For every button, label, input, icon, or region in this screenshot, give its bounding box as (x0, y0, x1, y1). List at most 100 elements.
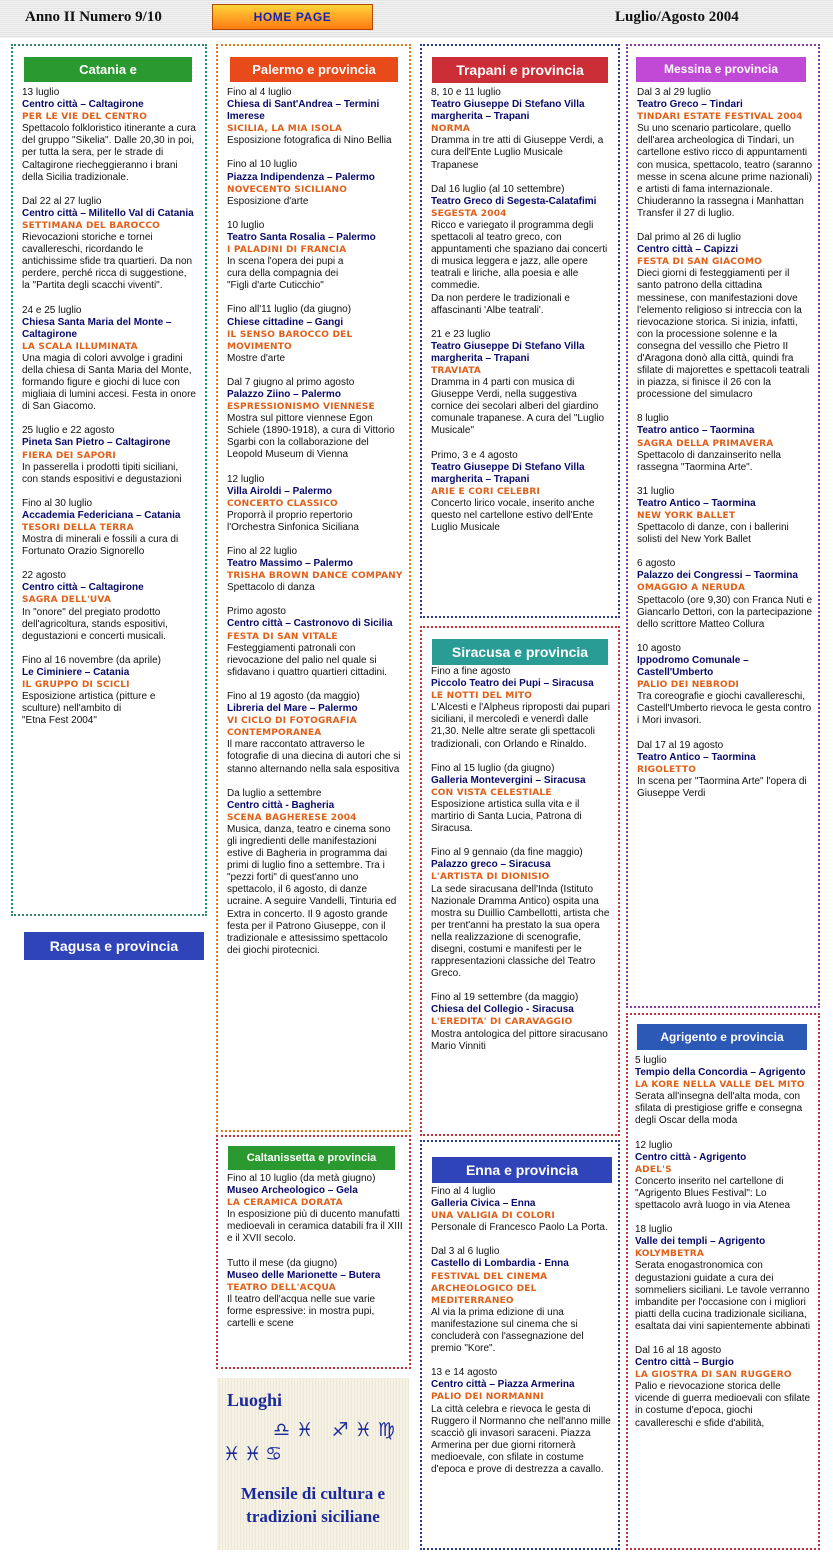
messina-section (626, 44, 820, 1008)
event-venue: Teatro Giuseppe Di Stefano Villa margher… (431, 99, 585, 123)
event-description: Concerto inserito nel cartellone di "Agr… (635, 1175, 791, 1212)
agrigento-title: Agrigento e provincia (637, 1024, 807, 1050)
event-description: Musica, danza, teatro e cinema sono gli … (227, 823, 397, 956)
event-description: Rievocazioni storiche e tornei cavallere… (22, 232, 193, 292)
event-venue: Centro città – Piazza Armerina (431, 1379, 575, 1391)
event-date: Dal 17 al 19 agosto (637, 739, 724, 751)
event-venue: Chiese cittadine – Gangi (227, 316, 344, 328)
siracusa-section (420, 626, 620, 1136)
event-date: 13 e 14 agosto (431, 1367, 498, 1379)
palermo-title: Palermo e provincia (230, 57, 398, 82)
event-date: Fino al 15 luglio (da giugno) (431, 762, 555, 774)
event-venue: Chiesa di Sant'Andrea – Termini Imerese (227, 99, 380, 123)
event-item: Tutto il mese (da giugno)Museo delle Mar… (227, 1258, 403, 1331)
event-title: TESORI DELLA TERRA (22, 523, 134, 533)
caltanissetta-title: Caltanissetta e provincia (228, 1146, 395, 1170)
header-bar: Anno II Numero 9/10 HOME PAGE Luglio/Ago… (0, 0, 833, 38)
event-venue: Piccolo Teatro dei Pupi – Siracusa (431, 678, 594, 690)
event-venue: Teatro Giuseppe Di Stefano Villa margher… (431, 461, 585, 485)
event-date: 8, 10 e 11 luglio (431, 87, 501, 98)
event-title: LA SCALA ILLUMINATA (22, 341, 138, 352)
event-description: In scena l'opera dei pupi a cura della c… (227, 256, 344, 292)
logo-symbols-2: ♓♓♋ (223, 1443, 287, 1465)
event-date: Dal 7 giugno al primo agosto (227, 376, 355, 388)
event-venue: Castello di Lombardia - Enna (431, 1258, 569, 1270)
event-title: TINDARI ESTATE FESTIVAL 2004 (637, 112, 803, 123)
event-description: Il mare raccontato attraverso le fotogra… (227, 739, 401, 775)
event-venue: Galleria Montevergini – Siracusa (431, 774, 586, 786)
event-title: FESTIVAL DEL CINEMA ARCHEOLOGICO DEL MED… (431, 1271, 548, 1306)
ragusa-title: Ragusa e provincia (24, 932, 204, 960)
event-title: SICILIA, LA MIA ISOLA (227, 124, 343, 135)
event-description: Esposizione d'arte (227, 195, 309, 207)
event-date: 21 e 23 luglio (431, 328, 491, 340)
event-title: LA CERAMICA DORATA (227, 1198, 343, 1209)
event-date: 18 luglio (635, 1224, 673, 1236)
event-title: FESTA DI SAN VITALE (227, 631, 338, 642)
event-date: 5 luglio (635, 1055, 667, 1066)
event-description: Palio e rievocazione storica delle vicen… (635, 1381, 811, 1429)
event-date: Fino al 22 luglio (227, 546, 298, 557)
event-venue: Teatro Antico – Taormina (637, 497, 756, 509)
event-description: Serata all'insegna dell'alta moda, con s… (635, 1091, 803, 1127)
event-title: L'EREDITA' DI CARAVAGGIO (431, 1017, 573, 1028)
palermo-section (216, 44, 411, 1132)
event-date: Fino al 19 agosto (da maggio) (227, 690, 360, 702)
event-item: Fino all'11 luglio (da giugno)Chiese cit… (227, 304, 403, 364)
event-description: Esposizione artistica (pitture e scultur… (22, 691, 156, 727)
event-venue: Centro città – Capizzi (637, 244, 739, 256)
messina-title: Messina e provincia (636, 57, 806, 82)
event-date: Fino al 9 gennaio (da fine maggio) (431, 847, 583, 859)
event-venue: Chiesa del Collegio - Siracusa (431, 1004, 574, 1016)
event-description: Serata enogastronomica con degustazioni … (635, 1260, 811, 1332)
event-description: Mostre d'arte (227, 352, 286, 364)
event-date: 6 agosto (637, 558, 676, 570)
event-date: Dal 16 luglio (al 10 settembre) (431, 183, 565, 195)
event-venue: Centro città - Agrigento (635, 1151, 747, 1163)
event-description: Dramma in 4 parti con musica di Giuseppe… (431, 377, 605, 437)
event-date: Dal 16 al 18 agosto (635, 1344, 722, 1356)
event-title: TRAVIATA (431, 365, 482, 376)
event-description: Una magia di colori avvolge i gradini de… (22, 352, 196, 413)
event-title: LA KORE NELLA VALLE DEL MITO (635, 1080, 805, 1091)
event-description: Personale di Francesco Paolo La Porta. (431, 1222, 608, 1234)
event-date: Fino al 16 novembre (da aprile) (22, 654, 161, 666)
catania-title: Catania e (24, 57, 192, 82)
event-title: VI CICLO DI FOTOGRAFIA CONTEMPORANEA (227, 716, 357, 739)
magazine-logo: Luoghi ♎♓ ♐♓♍ ♓♓♋ Mensile di cultura e t… (217, 1378, 409, 1550)
event-date: 31 luglio (637, 485, 675, 497)
event-date: Fino all'11 luglio (da giugno) (227, 304, 352, 316)
event-description: Spettacolo (ore 9,30) con Franca Nuti e … (637, 594, 813, 630)
event-date: Tutto il mese (da giugno) (227, 1257, 338, 1269)
event-title: SCENA BAGHERESE 2004 (227, 812, 357, 823)
event-title: NOVECENTO SICILIANO (227, 184, 348, 195)
event-item: Fino al 15 luglio (da giugno)Galleria Mo… (431, 763, 611, 836)
event-date: 10 agosto (637, 642, 681, 654)
event-description: Ricco e variegato il programma degli spe… (431, 219, 608, 316)
event-title: CONCERTO CLASSICO (227, 498, 338, 509)
home-page-button[interactable]: HOME PAGE (212, 4, 373, 30)
event-venue: Galleria Civica – Enna (431, 1198, 536, 1210)
event-description: Tra coreografie e giochi cavallereschi, … (637, 691, 812, 727)
event-title: NEW YORK BALLET (637, 511, 736, 521)
event-venue: Valle dei templi – Agrigento (635, 1236, 766, 1248)
logo-subtitle: Mensile di cultura e tradizioni sicilian… (240, 1484, 385, 1526)
